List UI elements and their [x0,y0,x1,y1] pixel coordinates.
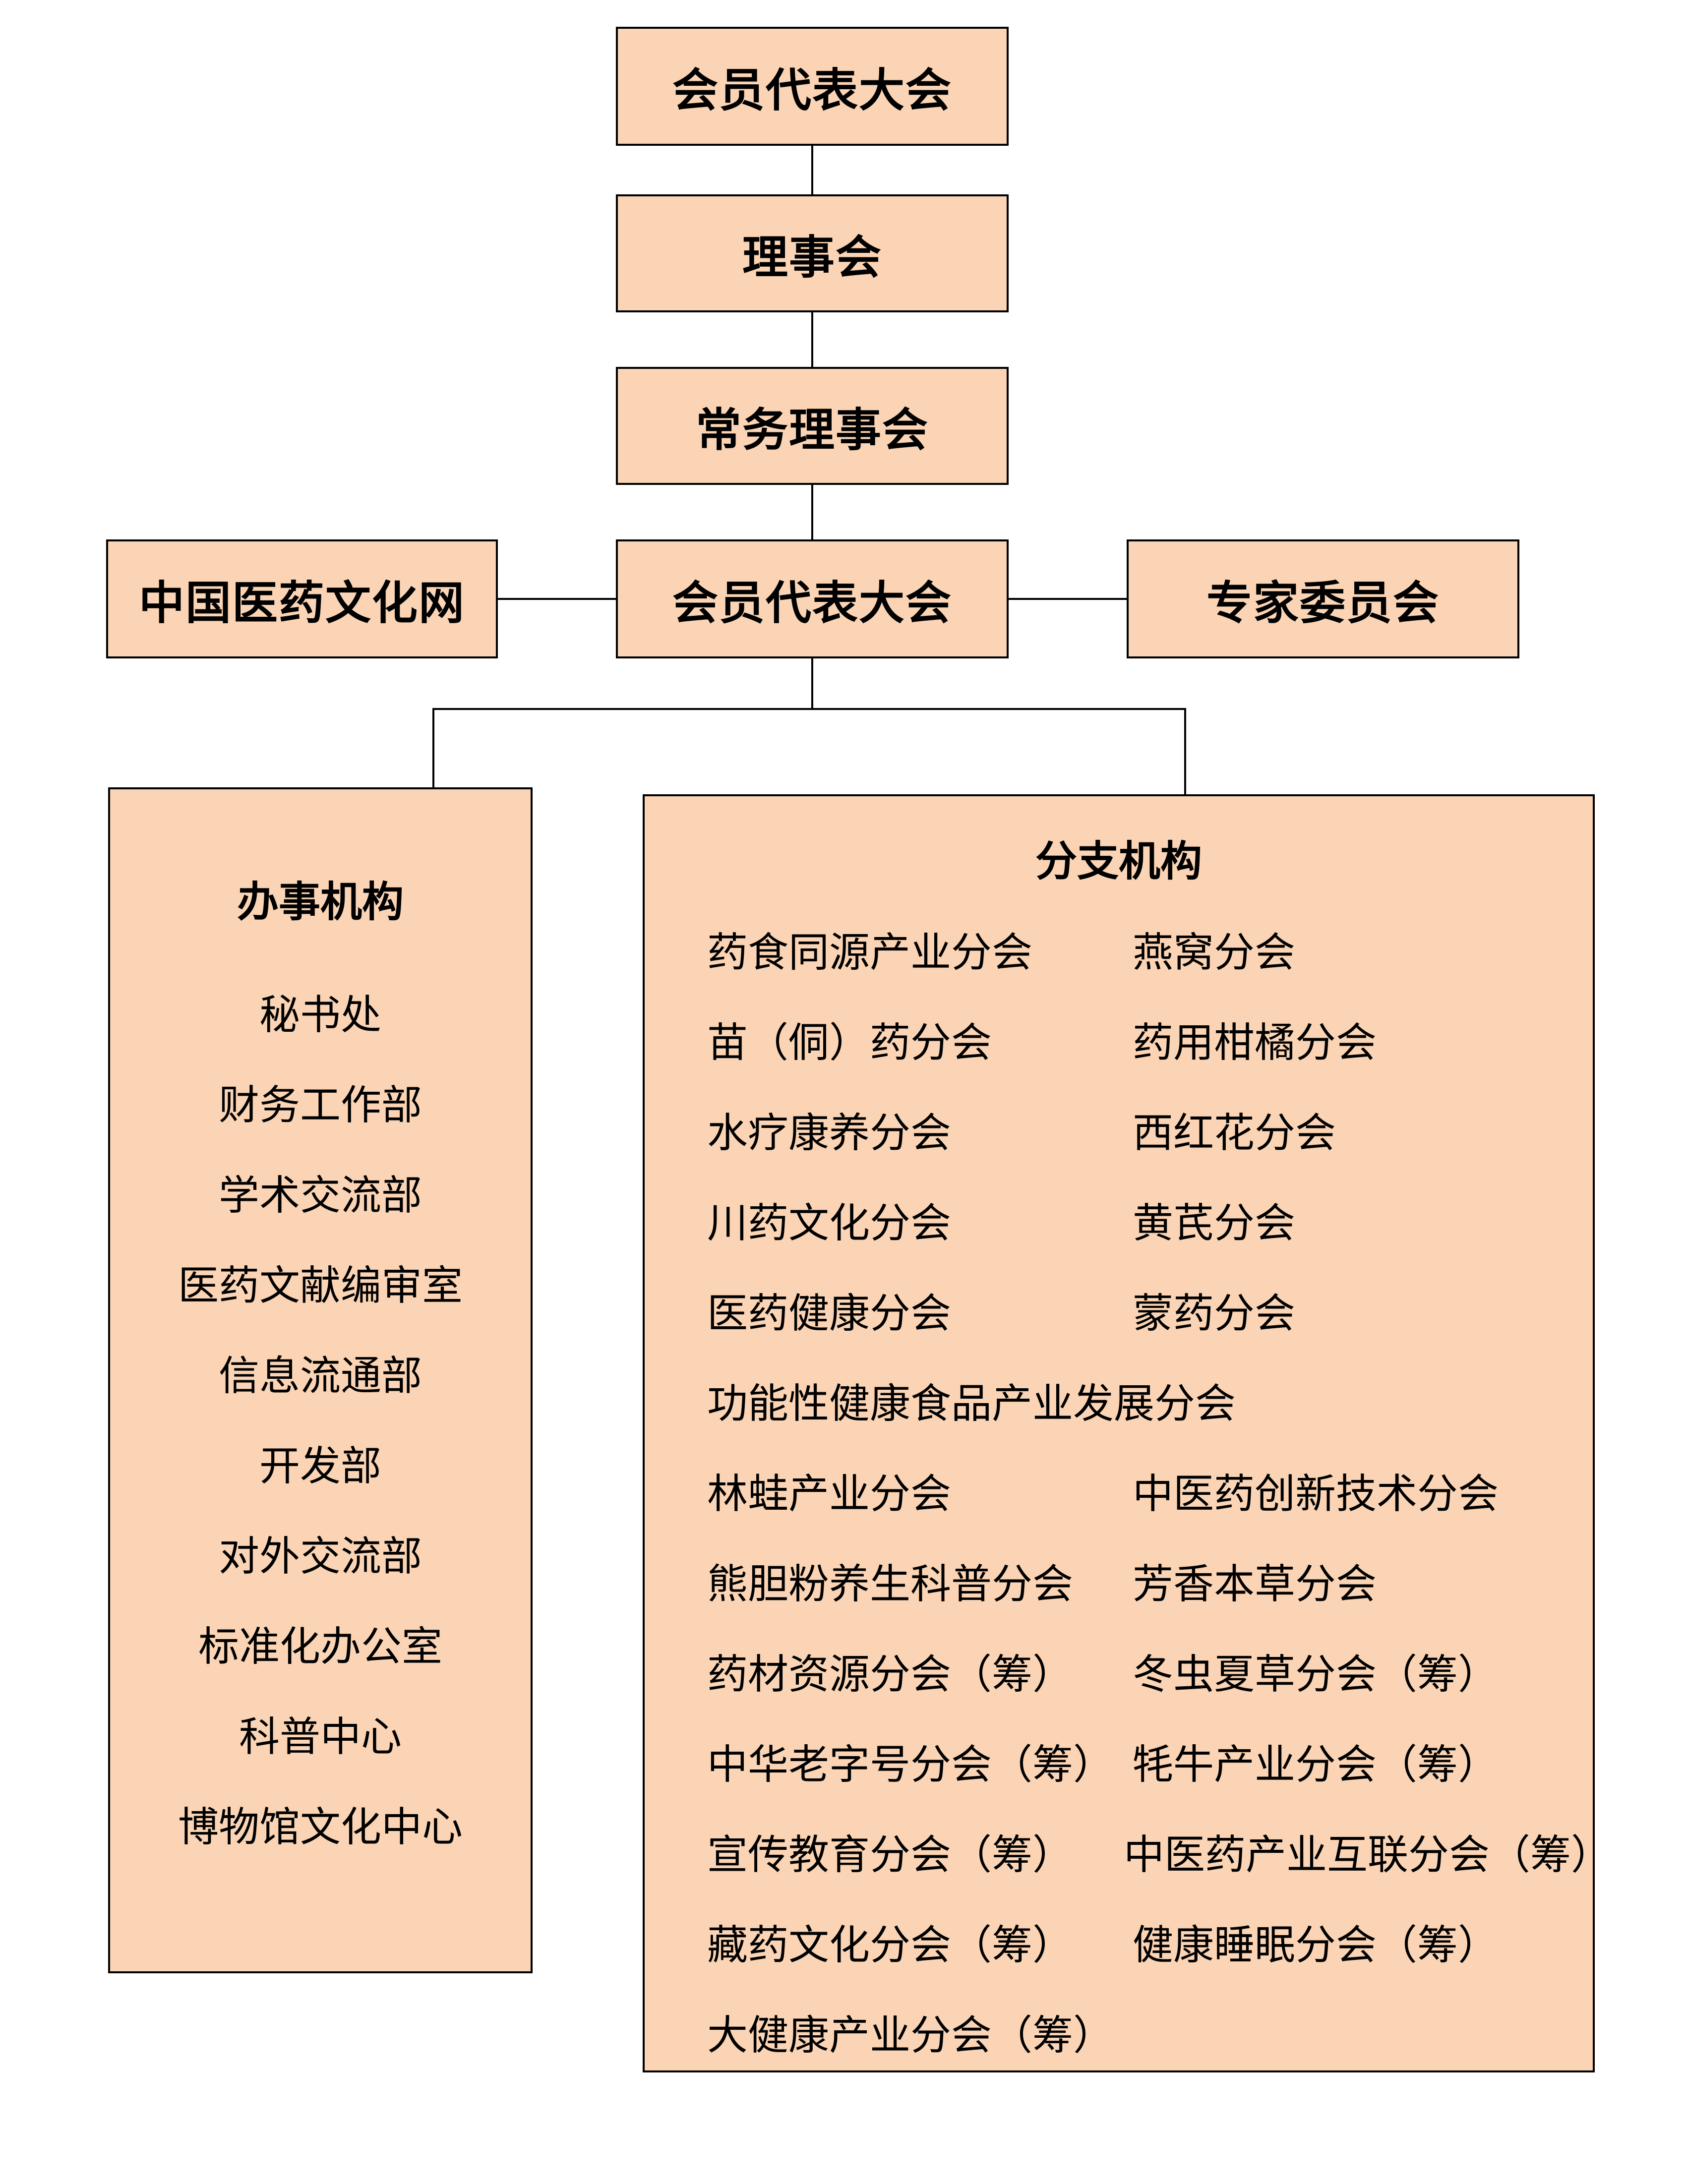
office-item: 学术交流部 [218,1172,422,1219]
branch-item: 宣传教育分会（筹） [707,1831,1074,1879]
chain-box-3-label: 常务理事会 [695,403,929,457]
branch-item: 川药文化分会 [707,1200,952,1247]
office-item: 对外交流部 [218,1533,422,1580]
connector-to-offices [432,708,434,788]
chain-box-4-label: 会员代表大会 [672,576,952,630]
connector-1-2 [811,145,813,195]
branch-item: 燕窝分会 [1133,929,1296,976]
chain-box-1: 会员代表大会 [616,27,1009,146]
connector-left-side [497,598,616,600]
connector-to-branches [1184,708,1186,795]
branch-item: 西红花分会 [1133,1110,1336,1157]
offices-box: 办事机构 秘书处财务工作部学术交流部医药文献编审室信息流通部开发部对外交流部标准… [108,787,533,1973]
office-item: 财务工作部 [218,1082,422,1129]
office-item: 科普中心 [239,1713,402,1761]
branch-item: 水疗康养分会 [707,1110,952,1157]
office-item: 开发部 [259,1443,381,1490]
left-side-box-label: 中国医药文化网 [138,576,465,630]
branch-item: 熊胆粉养生科普分会 [707,1561,1074,1608]
branch-item: 医药健康分会 [707,1290,952,1337]
offices-title: 办事机构 [237,877,404,926]
connector-4-down [811,657,813,709]
connector-3-4 [811,484,813,540]
branch-item: 苗（侗）药分会 [707,1019,992,1066]
branch-item: 药食同源产业分会 [707,929,1033,976]
office-item: 医药文献编审室 [178,1262,463,1309]
office-item: 信息流通部 [218,1353,422,1400]
branches-box: 分支机构 药食同源产业分会 燕窝分会苗（侗）药分会 药用柑橘分会水疗康养分会 西红花分… [643,794,1612,2072]
connector-horizontal-bar [432,708,1186,710]
branch-item: 林蛙产业分会 [707,1471,952,1518]
office-item: 标准化办公室 [198,1623,442,1670]
branch-item: 功能性健康食品产业发展分会 [707,1380,1236,1427]
branch-item: 牦牛产业分会（筹） [1133,1741,1499,1788]
right-side-box: 专家委员会 [1127,539,1519,658]
chain-box-3: 常务理事会 [616,367,1009,485]
chain-box-1-label: 会员代表大会 [672,63,952,117]
chain-box-2: 理事会 [616,194,1009,312]
branch-item: 药材资源分会（筹） [707,1651,1074,1698]
branch-item: 药用柑橘分会 [1133,1019,1377,1066]
branch-item: 中华老字号分会（筹） [707,1741,1114,1788]
branches-title: 分支机构 [1035,836,1202,885]
branch-item: 冬虫夏草分会（筹） [1133,1651,1499,1698]
office-item: 博物馆文化中心 [178,1804,463,1851]
connector-2-3 [811,311,813,368]
branch-item: 中医药创新技术分会 [1133,1471,1499,1518]
branches-list: 药食同源产业分会 燕窝分会苗（侗）药分会 药用柑橘分会水疗康养分会 西红花分会川药文化… [645,796,1612,2070]
chain-box-2-label: 理事会 [742,230,882,284]
chain-box-4: 会员代表大会 [616,539,1009,658]
branch-item: 中医药产业互联分会（筹） [1124,1831,1612,1879]
branch-item: 蒙药分会 [1133,1290,1296,1337]
connector-right-side [1007,598,1128,600]
branch-item: 芳香本草分会 [1133,1561,1377,1608]
branch-item: 健康睡眠分会（筹） [1133,1922,1499,1969]
left-side-box: 中国医药文化网 [106,539,498,658]
offices-list: 秘书处财务工作部学术交流部医药文献编审室信息流通部开发部对外交流部标准化办公室科… [110,789,531,1971]
office-item: 秘书处 [259,992,381,1039]
branch-item: 藏药文化分会（筹） [707,1922,1074,1969]
branch-item: 大健康产业分会（筹） [707,2012,1114,2059]
branch-item: 黄芪分会 [1133,1200,1296,1247]
right-side-box-label: 专家委员会 [1206,576,1440,630]
